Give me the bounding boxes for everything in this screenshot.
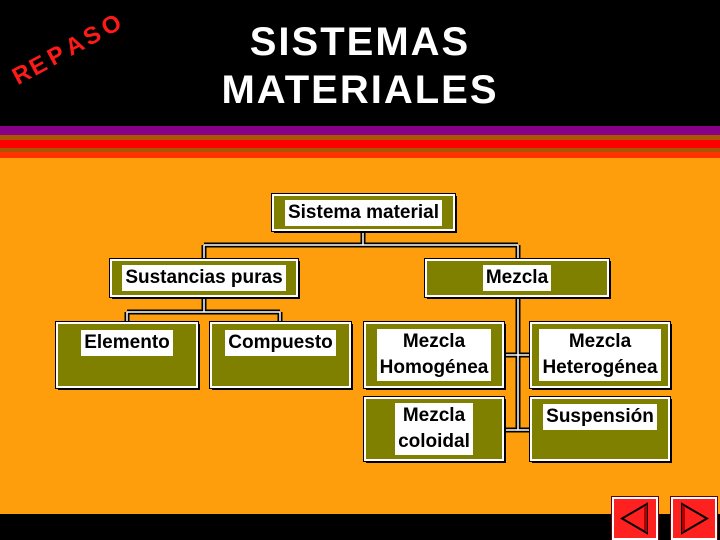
node-label: Suspensión <box>543 404 657 430</box>
node-elemento: Elemento <box>55 321 199 389</box>
node-mezcla-heterogenea: Mezcla Heterogénea <box>529 321 671 389</box>
title-line-1: SISTEMAS <box>249 20 471 64</box>
node-label: Elemento <box>81 330 173 356</box>
next-slide-button[interactable] <box>670 496 718 540</box>
node-mezcla-homogenea: Mezcla Homogénea <box>363 321 505 389</box>
node-label: Mezcla Heterogénea <box>539 329 661 381</box>
node-label: Sistema material <box>284 199 443 226</box>
triangle-left-icon <box>620 502 648 535</box>
divider-stripe <box>0 135 720 140</box>
node-sustancias-puras: Sustancias puras <box>109 258 299 298</box>
node-sistema-material: Sistema material <box>271 193 456 232</box>
divider-stripe <box>0 148 720 152</box>
title-line-2: MATERIALES <box>221 68 499 112</box>
node-label: Compuesto <box>225 330 336 356</box>
page-title: SISTEMAS MATERIALES <box>180 18 540 114</box>
node-compuesto: Compuesto <box>209 321 352 389</box>
repaso-tag: R E P A S O <box>8 9 126 91</box>
node-label: Mezcla Homogénea <box>376 329 492 381</box>
triangle-right-icon <box>681 502 709 535</box>
node-mezcla-coloidal: Mezcla coloidal <box>363 396 505 462</box>
node-label: Mezcla coloidal <box>395 403 473 455</box>
node-label: Mezcla <box>482 265 552 291</box>
divider-stripe <box>0 140 720 148</box>
node-mezcla: Mezcla <box>424 258 610 298</box>
node-label: Sustancias puras <box>122 265 286 291</box>
divider-stripe <box>0 126 720 135</box>
divider-stripe <box>0 152 720 158</box>
node-suspension: Suspensión <box>529 396 671 462</box>
previous-slide-button[interactable] <box>611 496 659 540</box>
